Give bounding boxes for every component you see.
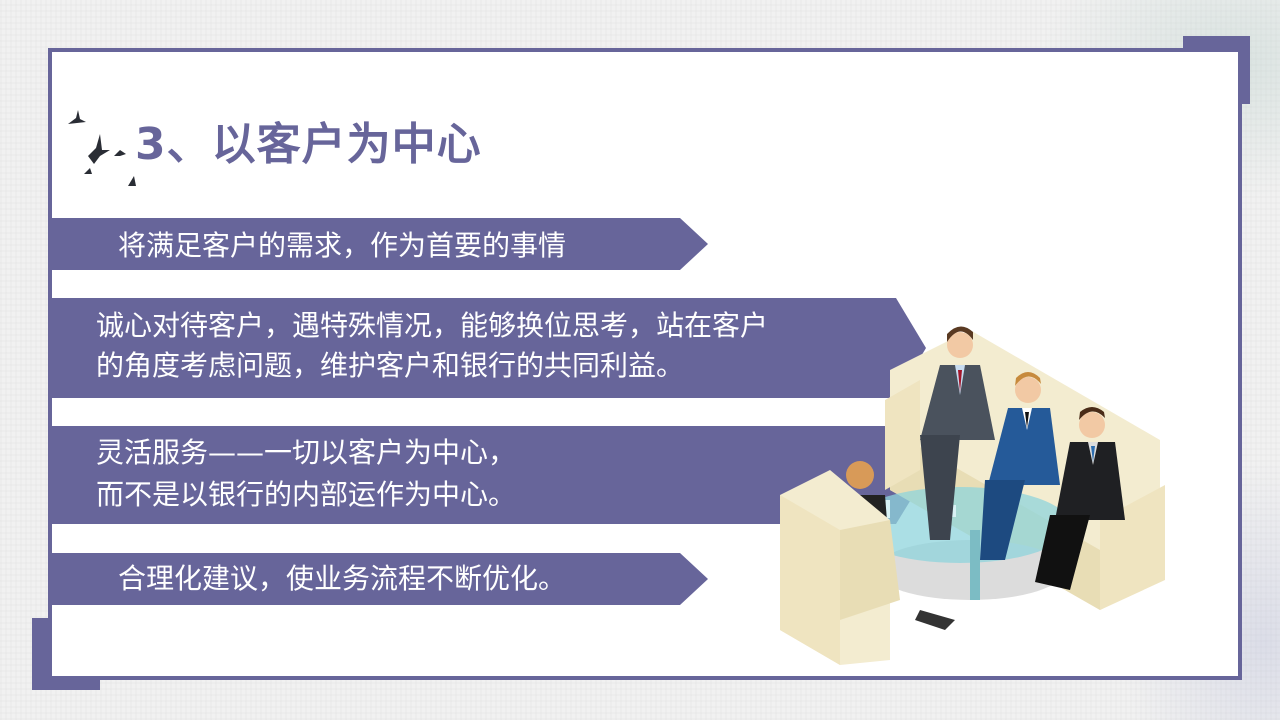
business-meeting-illustration xyxy=(780,326,1165,665)
point-text: 将满足客户的需求，作为首要的事情 xyxy=(118,229,567,262)
point-banner-1: 将满足客户的需求，作为首要的事情 xyxy=(48,218,708,270)
point-banner-4: 合理化建议，使业务流程不断优化。 xyxy=(48,553,708,605)
point-text: 的角度考虑问题，维护客户和银行的共同利益。 xyxy=(96,349,685,382)
point-banner-2: 诚心对待客户，遇特殊情况，能够换位思考，站在客户 的角度考虑问题，维护客户和银行… xyxy=(48,298,926,398)
corner-cutout xyxy=(1183,52,1216,104)
point-banner-3: 灵活服务——一切以客户为中心， 而不是以银行的内部运作为中心。 xyxy=(48,426,926,524)
point-text: 而不是以银行的内部运作为中心。 xyxy=(96,478,517,511)
page-title: 3、以客户为中心 xyxy=(135,119,482,170)
birds-icon xyxy=(68,110,136,186)
point-text: 诚心对待客户，遇特殊情况，能够换位思考，站在客户 xyxy=(96,309,769,342)
point-text: 灵活服务——一切以客户为中心， xyxy=(96,436,517,469)
corner-cutout xyxy=(52,618,100,654)
point-text: 合理化建议，使业务流程不断优化。 xyxy=(118,562,567,595)
